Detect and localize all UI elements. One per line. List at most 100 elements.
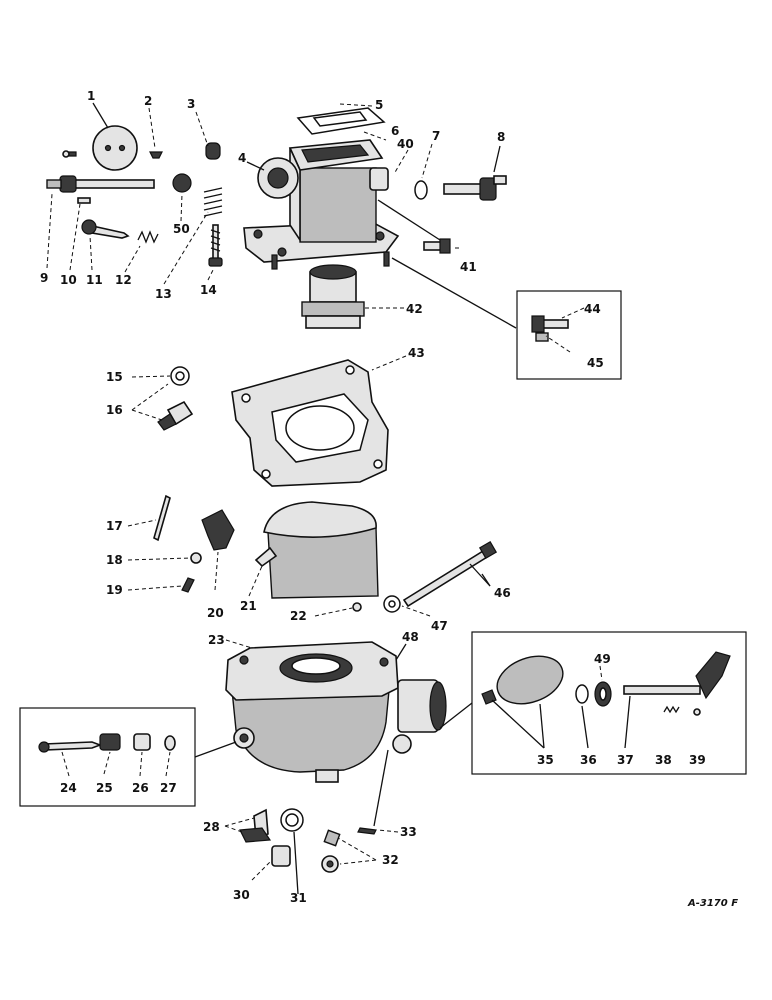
callout-45: 45 [587,356,604,370]
needle-18 [190,552,202,564]
lock-bolt [531,315,569,342]
bushing-26 [133,733,151,751]
fuel-bowl [225,641,447,783]
washer-47 [383,595,401,613]
callout-42: 42 [406,302,423,316]
shaft-pin [77,197,91,204]
callout-19: 19 [106,583,123,597]
leader-lines [46,102,631,895]
callout-39: 39 [689,753,706,767]
callout-23: 23 [208,633,225,647]
ball-22 [352,602,362,612]
callout-21: 21 [240,599,257,613]
callout-49: 49 [594,652,611,666]
throttle-body-gasket [296,107,386,135]
washer-36 [575,684,589,704]
callout-7: 7 [432,129,440,143]
choke-lever-shaft [623,651,731,700]
callout-36: 36 [580,753,597,767]
callout-47: 47 [431,619,448,633]
callout-9: 9 [40,271,48,285]
nozzle-32-bottom [321,855,339,873]
callout-40: 40 [397,137,414,151]
nozzle-32-top [323,829,341,847]
venturi [301,264,365,329]
throttle-stop-spring [203,187,223,217]
callout-2: 2 [144,94,152,108]
callout-22: 22 [290,609,307,623]
inset-box-bolt [516,290,622,380]
callout-13: 13 [155,287,172,301]
callout-4: 4 [238,151,246,165]
callout-18: 18 [106,553,123,567]
callout-14: 14 [200,283,217,297]
callout-16: 16 [106,403,123,417]
pointer-bowl-left [194,741,237,758]
callout-30: 30 [233,888,250,902]
washer-27 [164,735,176,751]
throttle-stop-screw [208,224,223,267]
pointer-bowl-right [439,702,473,729]
callout-labels: 1 2 3 4 5 6 7 8 9 10 11 12 13 14 15 16 1… [40,89,738,909]
callout-41: 41 [460,260,477,274]
throttle-stop-plug [172,173,192,193]
throttle-plate [92,125,138,171]
callout-48: 48 [402,630,419,644]
callout-35: 35 [537,753,554,767]
ball-39 [693,708,701,716]
callout-37: 37 [617,753,634,767]
fuel-valve-seat [157,400,194,431]
throttle-plate-screw [149,151,163,159]
callout-25: 25 [96,781,113,795]
drain-fitting-28 [239,808,272,843]
pointer-body-41 [377,199,441,241]
screw-19 [181,577,195,593]
callout-38: 38 [655,753,672,767]
callout-26: 26 [132,781,149,795]
callout-11: 11 [86,273,103,287]
callout-3: 3 [187,97,195,111]
callout-5: 5 [375,98,383,112]
needle-spring [137,230,159,244]
callout-17: 17 [106,519,123,533]
plug-30 [271,845,291,867]
spring-38 [663,705,680,714]
body-screw-41 [423,238,451,254]
washer-7 [414,180,428,200]
plug-25 [99,733,121,751]
main-adjusting-needle [443,175,507,201]
callout-15: 15 [106,370,123,384]
idle-plug [205,142,221,160]
callout-20: 20 [207,606,224,620]
callout-32: 32 [382,853,399,867]
gasket-43 [231,359,389,487]
throttle-body [243,139,400,270]
pointer-41-inset [391,257,517,329]
idle-needle-24 [38,741,103,753]
throttle-shaft [46,175,155,193]
float [254,501,379,599]
choke-plate [496,655,564,705]
callout-50: 50 [173,222,190,236]
callout-1: 1 [87,89,95,103]
idle-adjusting-needle [81,219,130,239]
washer-15 [170,366,190,386]
small-screw-left [62,150,77,158]
callout-12: 12 [115,273,132,287]
callout-33: 33 [400,825,417,839]
callout-43: 43 [408,346,425,360]
pin-33 [357,827,377,835]
callout-44: 44 [584,302,601,316]
choke-shaft [402,540,498,608]
callout-8: 8 [497,130,505,144]
callout-28: 28 [203,820,220,834]
callout-24: 24 [60,781,77,795]
pointer-33 [373,749,389,827]
seal-49 [594,681,612,707]
callout-27: 27 [160,781,177,795]
float-lever [201,509,235,551]
callout-31: 31 [290,891,307,905]
gasket-31 [280,808,304,832]
diagram-reference-code: A-3170 F [687,898,738,909]
